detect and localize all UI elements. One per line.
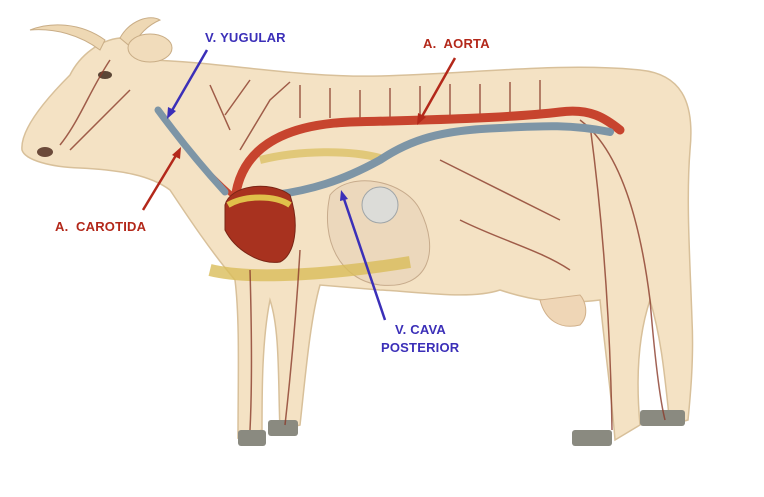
hoof <box>268 420 298 436</box>
aorta-pointer-arrow <box>418 57 457 121</box>
heart <box>224 185 296 263</box>
aorta-vessel <box>230 106 625 205</box>
jugular-vein-label: V. YUGULAR <box>205 30 286 45</box>
vena-cava-pointer-arrow <box>341 195 387 321</box>
carotid-artery-label: A. CAROTIDA <box>55 219 147 234</box>
vena-cava-label-line2: POSTERIOR <box>381 340 460 355</box>
abdominal-organs <box>208 148 431 286</box>
hoof <box>572 430 612 446</box>
small-vessels <box>59 59 666 431</box>
vena-cava-vessel <box>271 122 614 199</box>
jugular-pointer-arrow <box>168 49 209 115</box>
jugular-vein-vessel <box>154 106 229 196</box>
vena-cava-label-line1: V. CAVA <box>395 322 447 337</box>
aorta-label: A. AORTA <box>423 36 490 51</box>
nostril-icon <box>37 147 53 157</box>
pointer-arrows <box>141 49 457 321</box>
udder <box>539 294 587 327</box>
hoof <box>238 430 266 446</box>
hoof <box>640 410 685 426</box>
carotid-pointer-arrow <box>141 151 180 211</box>
